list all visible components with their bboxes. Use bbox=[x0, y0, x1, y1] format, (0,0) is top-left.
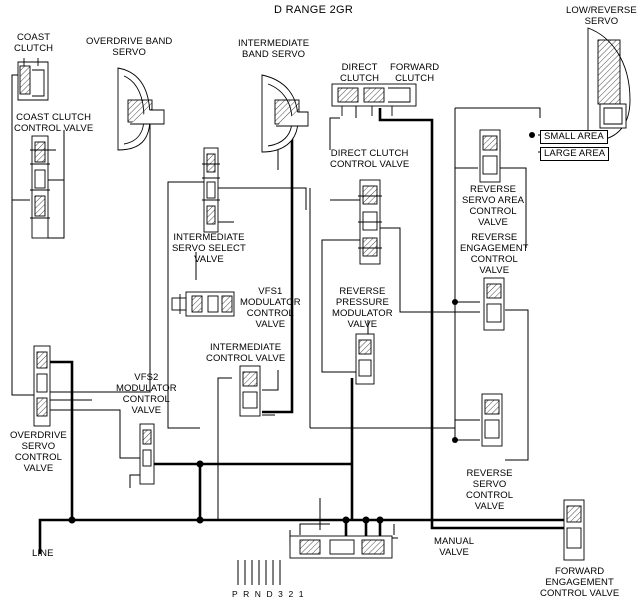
label-intermediate-control-valve: INTERMEDIATE CONTROL VALVE bbox=[206, 342, 286, 364]
label-coast-clutch-control-valve: COAST CLUTCH CONTROL VALVE bbox=[14, 112, 94, 134]
label-large-area: LARGE AREA bbox=[540, 147, 610, 161]
label-manual-valve: MANUAL VALVE bbox=[434, 536, 475, 558]
thin-passages bbox=[11, 74, 560, 585]
label-reverse-servo-area-control-valve: REVERSE SERVO AREA CONTROL VALVE bbox=[462, 184, 525, 228]
label-vfs1-modulator-control-valve: VFS1 MODULATOR CONTROL VALVE bbox=[240, 286, 301, 330]
label-coast-clutch: COAST CLUTCH bbox=[14, 32, 54, 54]
overdrive-band-servo-drawing bbox=[117, 67, 165, 151]
label-intermediate-band-servo: INTERMEDIATE BAND SERVO bbox=[238, 38, 310, 60]
label-small-area: SMALL AREA bbox=[540, 130, 608, 144]
diagram-title: D RANGE 2GR bbox=[274, 4, 354, 16]
label-reverse-pressure-modulator-valve: REVERSE PRESSURE MODULATOR VALVE bbox=[332, 286, 393, 330]
label-forward-clutch: FORWARD CLUTCH bbox=[390, 62, 440, 84]
label-vfs2-modulator-control-valve: VFS2 MODULATOR CONTROL VALVE bbox=[116, 372, 177, 416]
label-direct-clutch: DIRECT CLUTCH bbox=[340, 62, 380, 84]
label-line: LINE bbox=[32, 548, 54, 559]
label-intermediate-servo-select-valve: INTERMEDIATE SERVO SELECT VALVE bbox=[172, 232, 246, 265]
label-forward-engagement-control-valve: FORWARD ENGAGEMENT CONTROL VALVE bbox=[540, 566, 620, 599]
direct-forward-clutch-drawing bbox=[331, 83, 417, 116]
label-overdrive-servo-control-valve: OVERDRIVE SERVO CONTROL VALVE bbox=[10, 430, 67, 474]
label-prnd321: P R N D 3 2 1 bbox=[232, 589, 306, 599]
pressurized-passages bbox=[38, 108, 570, 554]
valve-bodies bbox=[30, 129, 585, 561]
intermediate-band-servo-drawing bbox=[261, 74, 309, 153]
coast-clutch-drawing bbox=[17, 58, 49, 101]
label-reverse-engagement-control-valve: REVERSE ENGAGEMENT CONTROL VALVE bbox=[460, 232, 529, 276]
junction-dots bbox=[68, 132, 535, 524]
label-reverse-servo-control-valve: REVERSE SERVO CONTROL VALVE bbox=[466, 468, 514, 512]
label-low-reverse-servo: LOW/REVERSE SERVO bbox=[566, 5, 637, 27]
label-direct-clutch-control-valve: DIRECT CLUTCH CONTROL VALVE bbox=[330, 148, 410, 170]
label-overdrive-band-servo: OVERDRIVE BAND SERVO bbox=[86, 36, 173, 58]
low-reverse-servo-drawing bbox=[540, 27, 631, 155]
